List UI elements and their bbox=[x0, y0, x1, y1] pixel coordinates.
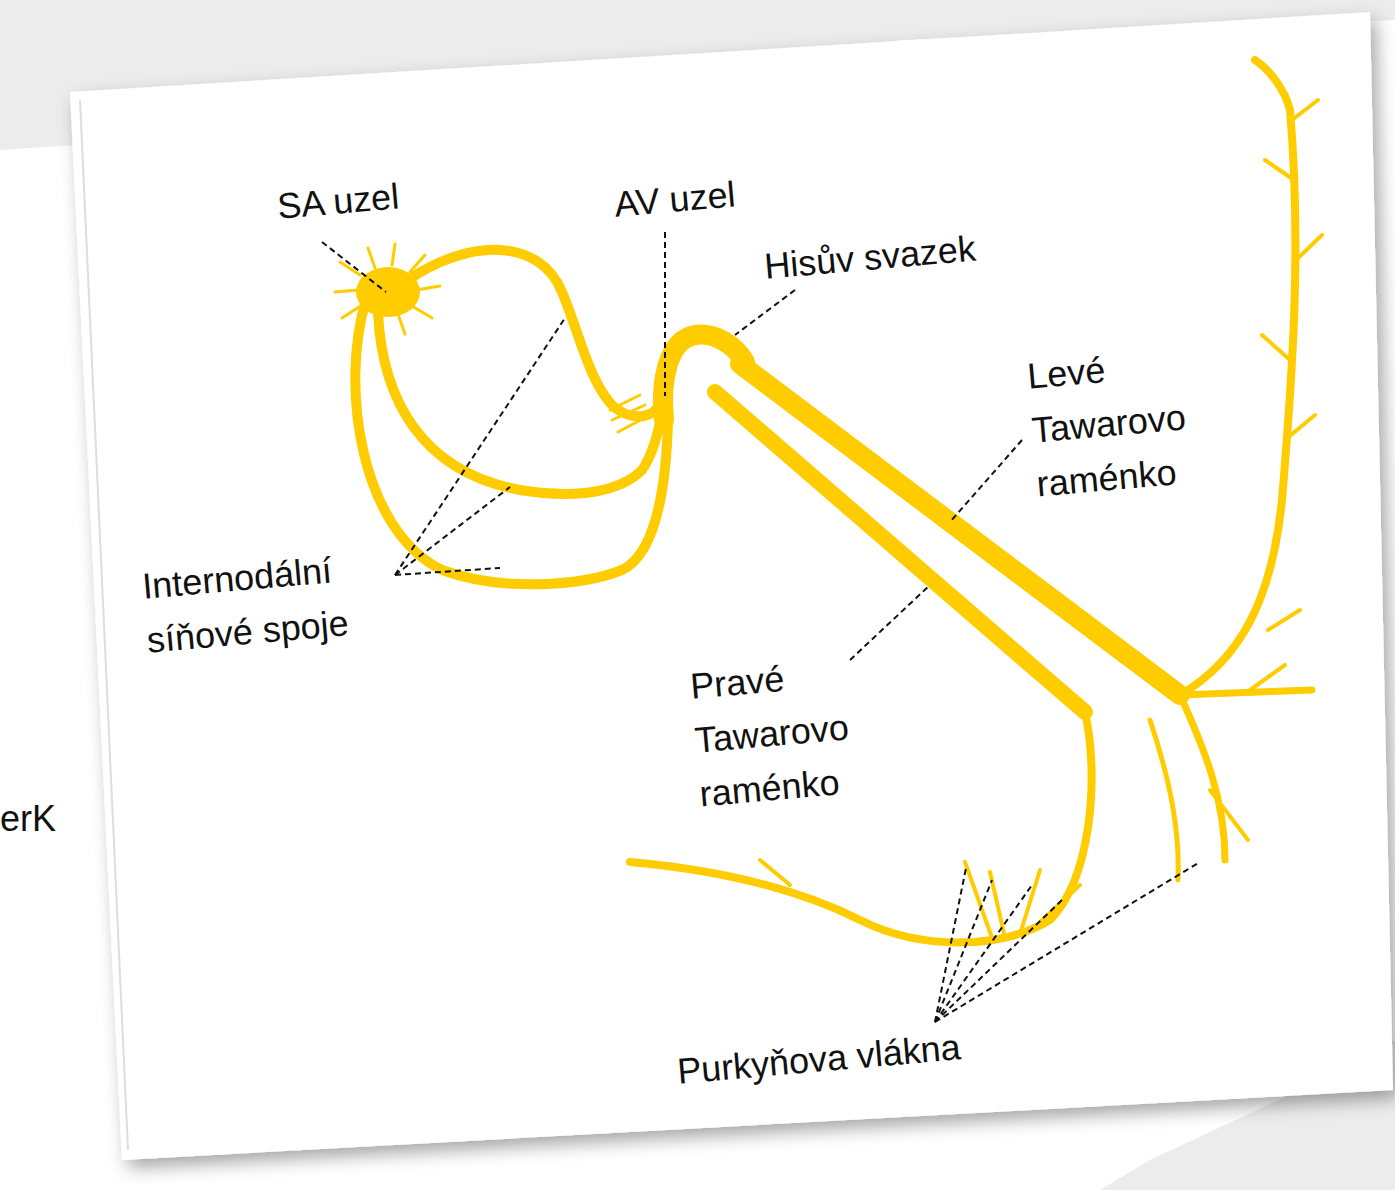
leader-line bbox=[395, 318, 565, 575]
leader-line bbox=[935, 862, 1200, 1022]
internodal-tract bbox=[355, 300, 668, 584]
internodal-tract bbox=[408, 250, 662, 417]
leader-line bbox=[935, 868, 966, 1022]
purkinje-branch bbox=[1180, 695, 1225, 860]
part-label: Pravé Tawarovo raménko bbox=[688, 643, 901, 822]
leader-line bbox=[950, 440, 1022, 522]
leader-line bbox=[735, 290, 795, 335]
leader-line bbox=[935, 885, 1032, 1022]
leader-line bbox=[395, 487, 510, 575]
part-label: Hisův svazek bbox=[762, 216, 1046, 294]
purkinje-branch bbox=[1150, 720, 1178, 880]
part-label: SA uzel bbox=[275, 163, 479, 234]
leader-line bbox=[664, 232, 666, 396]
diagram-card bbox=[70, 12, 1393, 1160]
part-label: Purkyňova vlákna bbox=[675, 1014, 1038, 1099]
part-label: Internodální síňové spoje bbox=[140, 536, 418, 667]
av-fibres bbox=[610, 395, 650, 432]
purkinje-twig bbox=[1210, 665, 1285, 840]
purkinje-twig bbox=[1262, 100, 1322, 630]
spike bbox=[335, 244, 440, 334]
purkinje-branch bbox=[1180, 690, 1312, 695]
part-label: Levé Tawarovo raménko bbox=[1025, 333, 1238, 512]
sa-node bbox=[356, 267, 420, 317]
leader-line bbox=[935, 900, 1062, 1022]
card-edge-line bbox=[80, 100, 128, 1150]
leader-line bbox=[322, 242, 386, 292]
leader-line bbox=[935, 880, 992, 1022]
leader-line bbox=[395, 568, 500, 575]
internodal-tract bbox=[378, 312, 665, 494]
sa-node-spikes bbox=[335, 244, 440, 334]
leader-line bbox=[850, 585, 930, 660]
purkinje-branch bbox=[1180, 60, 1295, 695]
purkinje-twig bbox=[760, 860, 1080, 938]
part-label: erK bbox=[0, 792, 120, 846]
conduction-system bbox=[335, 60, 1322, 943]
part-label: AV uzel bbox=[612, 161, 816, 232]
